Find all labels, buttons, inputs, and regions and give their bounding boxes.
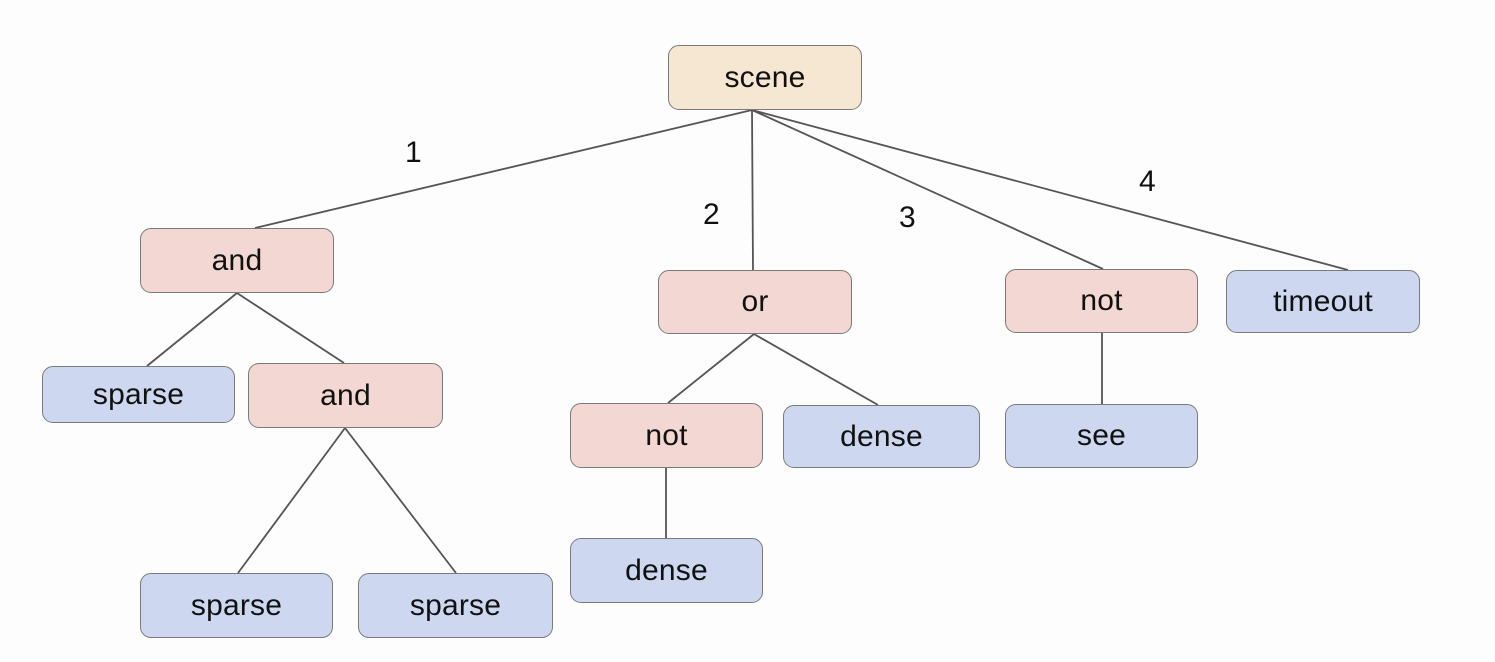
tree-edge-scene-to-not2 xyxy=(751,109,1104,270)
edge-label-2: 2 xyxy=(703,198,720,231)
edge-label-3: 3 xyxy=(899,201,916,234)
edge-label-1: 1 xyxy=(405,136,422,169)
tree-edge-and1-to-and2 xyxy=(236,292,345,364)
tree-edge-and2-to-sparse3 xyxy=(344,427,457,574)
tree-edge-and1-to-sparse1 xyxy=(146,292,238,367)
tree-node-sparse2[interactable]: sparse xyxy=(140,573,333,638)
tree-node-dense1[interactable]: dense xyxy=(783,405,980,468)
tree-node-dense2[interactable]: dense xyxy=(570,538,763,603)
tree-node-and1[interactable]: and xyxy=(140,228,334,293)
tree-node-sparse1[interactable]: sparse xyxy=(42,366,235,423)
tree-edge-scene-to-and1 xyxy=(254,109,753,229)
tree-edge-scene-to-timeout1 xyxy=(751,109,1349,271)
tree-edge-scene-to-or1 xyxy=(751,109,754,271)
tree-node-not1[interactable]: not xyxy=(570,403,763,468)
tree-edge-or1-to-dense1 xyxy=(753,333,879,406)
tree-node-scene[interactable]: scene xyxy=(668,45,862,110)
tree-node-timeout1[interactable]: timeout xyxy=(1226,270,1420,333)
tree-edge-or1-to-not1 xyxy=(667,333,755,404)
tree-node-not2[interactable]: not xyxy=(1005,269,1198,333)
edge-label-4: 4 xyxy=(1139,165,1156,198)
tree-node-and2[interactable]: and xyxy=(248,363,443,428)
tree-node-see1[interactable]: see xyxy=(1005,404,1198,468)
tree-edge-and2-to-sparse2 xyxy=(237,427,346,574)
tree-node-or1[interactable]: or xyxy=(658,270,852,334)
tree-node-sparse3[interactable]: sparse xyxy=(358,573,553,638)
